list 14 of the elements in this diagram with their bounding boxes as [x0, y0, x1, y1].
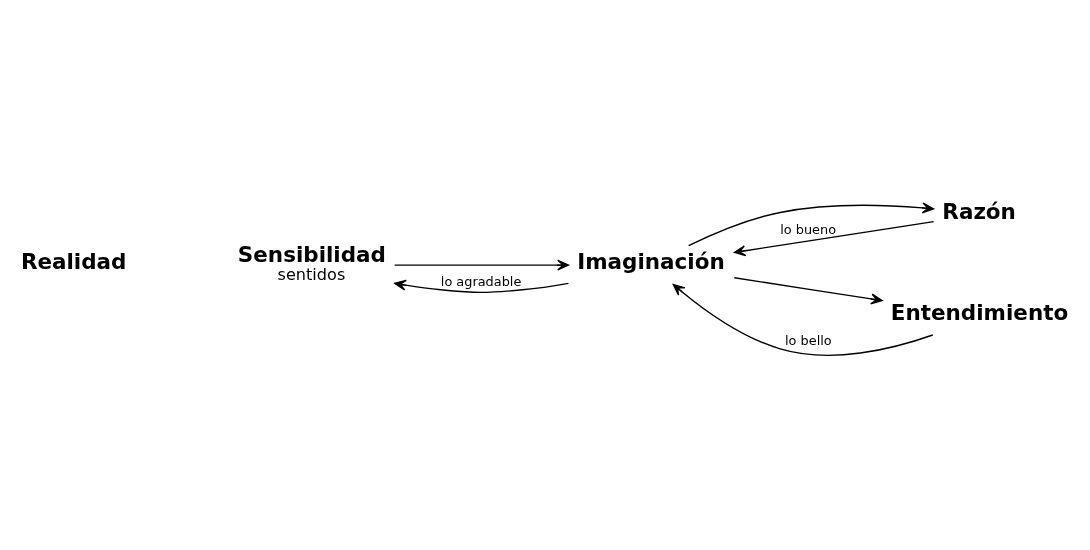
node-text: Entendimiento — [890, 299, 1069, 325]
arrow — [733, 276, 883, 304]
arrow — [393, 259, 570, 271]
edge-label: lo bueno — [780, 221, 837, 237]
arrow — [672, 283, 934, 356]
arrow — [687, 201, 935, 246]
node-text: Realidad — [20, 248, 127, 274]
edge-label: lo bello — [785, 332, 832, 348]
node-text: Razón — [942, 198, 1016, 224]
arrow — [733, 220, 935, 256]
node-text: Imaginación — [577, 248, 725, 274]
edge-label: lo agradable — [440, 273, 522, 289]
arrow — [394, 279, 570, 293]
node-text: Sensibilidad sentidos — [237, 241, 386, 284]
